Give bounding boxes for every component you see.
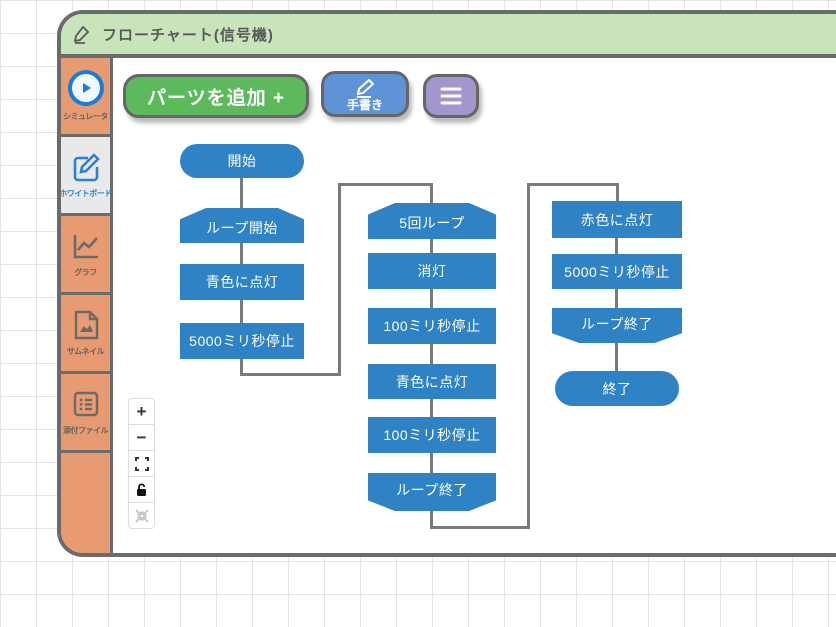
handwriting-pencil-icon (353, 78, 377, 98)
page-title: フローチャート(信号機) (102, 26, 274, 44)
connector (240, 359, 243, 376)
sidebar-item-label: ホワイトボード (59, 189, 112, 198)
node-start[interactable]: 開始 (180, 144, 304, 178)
connector (430, 526, 530, 529)
connector (430, 511, 433, 529)
node-red-light-on[interactable]: 赤色に点灯 (552, 201, 682, 238)
node-label: ループ終了 (396, 482, 468, 498)
node-label: 青色に点灯 (395, 373, 469, 390)
connector (338, 183, 341, 376)
connector (615, 289, 618, 308)
thumbnail-icon (71, 309, 101, 341)
connector (615, 343, 618, 371)
connector (430, 239, 433, 253)
sidebar-item-simulator[interactable]: シミュレータ (61, 58, 110, 137)
fit-screen-icon (134, 456, 149, 471)
collapse-icon (134, 508, 149, 523)
sidebar-item-label: シミュレータ (63, 112, 108, 121)
menu-button[interactable] (423, 74, 479, 118)
connector (430, 453, 433, 473)
node-wait-100ms[interactable]: 100ミリ秒停止 (368, 308, 496, 344)
node-label: 5回ループ (399, 215, 465, 231)
play-icon (67, 70, 104, 106)
connector (338, 183, 433, 186)
handwriting-label: 手書き (346, 97, 383, 112)
sidebar-filler (61, 453, 110, 553)
node-blue-light-on-2[interactable]: 青色に点灯 (368, 364, 496, 399)
connector (240, 373, 341, 376)
unlock-icon (135, 483, 148, 497)
hamburger-menu-icon (438, 85, 464, 107)
edit-pencil-icon[interactable] (73, 24, 93, 44)
node-label: 開始 (227, 153, 257, 169)
connector (430, 183, 433, 203)
sidebar-item-label: グラフ (74, 268, 97, 277)
node-label: ループ終了 (581, 315, 653, 332)
connector (240, 243, 243, 264)
sidebar: シミュレータ ホワイトボード グラフ (61, 58, 113, 553)
node-label: 赤色に点灯 (580, 211, 654, 228)
connector (240, 300, 243, 323)
zoom-controls: + − (128, 398, 155, 529)
attachment-list-icon (70, 388, 102, 420)
lock-button[interactable] (128, 476, 155, 503)
node-wait-5000ms[interactable]: 5000ミリ秒停止 (180, 323, 304, 359)
zoom-in-button[interactable]: + (128, 398, 155, 425)
sidebar-item-whiteboard[interactable]: ホワイトボード (59, 137, 112, 216)
graph-icon (70, 230, 102, 262)
node-label: 終了 (602, 380, 632, 397)
whiteboard-canvas[interactable]: パーツを追加 + 手書き (113, 58, 836, 553)
sidebar-item-attachments[interactable]: 添付ファイル (61, 374, 110, 453)
node-label: 100ミリ秒停止 (383, 318, 481, 334)
node-wait-100ms-2[interactable]: 100ミリ秒停止 (368, 417, 496, 453)
connector (527, 183, 530, 529)
node-label: 青色に点灯 (205, 274, 279, 290)
app-window: フローチャート(信号機) シミュレータ ホワイトボード (57, 10, 836, 557)
node-label: 消灯 (417, 263, 447, 279)
titlebar: フローチャート(信号機) (61, 14, 836, 58)
handwriting-button[interactable]: 手書き (321, 71, 409, 117)
node-loop-start-outer[interactable]: ループ開始 (180, 208, 304, 243)
sidebar-item-graph[interactable]: グラフ (61, 216, 110, 295)
node-light-off[interactable]: 消灯 (368, 253, 496, 289)
sidebar-item-label: サムネイル (66, 347, 105, 356)
node-loop-end-outer[interactable]: ループ終了 (552, 308, 682, 343)
node-end[interactable]: 終了 (555, 371, 679, 406)
node-wait-5000ms-2[interactable]: 5000ミリ秒停止 (552, 254, 682, 289)
connector (615, 238, 618, 254)
connector (240, 178, 243, 208)
node-label: 5000ミリ秒停止 (189, 333, 295, 349)
connector (430, 289, 433, 308)
node-blue-light-on[interactable]: 青色に点灯 (180, 264, 304, 300)
connector (527, 183, 619, 186)
node-label: ループ開始 (206, 219, 278, 236)
sidebar-item-thumbnail[interactable]: サムネイル (61, 295, 110, 374)
connector (616, 183, 619, 201)
connector (430, 344, 433, 364)
collapse-button[interactable] (128, 502, 155, 529)
add-parts-button[interactable]: パーツを追加 + (123, 74, 309, 118)
whiteboard-edit-icon (70, 151, 102, 183)
fit-screen-button[interactable] (128, 450, 155, 477)
node-label: 5000ミリ秒停止 (564, 263, 670, 280)
connector (430, 399, 433, 417)
node-loop-end-inner[interactable]: ループ終了 (368, 473, 496, 511)
sidebar-item-label: 添付ファイル (63, 426, 109, 435)
node-label: 100ミリ秒停止 (383, 427, 481, 443)
node-loop-5-times[interactable]: 5回ループ (368, 203, 496, 239)
zoom-out-button[interactable]: − (128, 424, 155, 451)
